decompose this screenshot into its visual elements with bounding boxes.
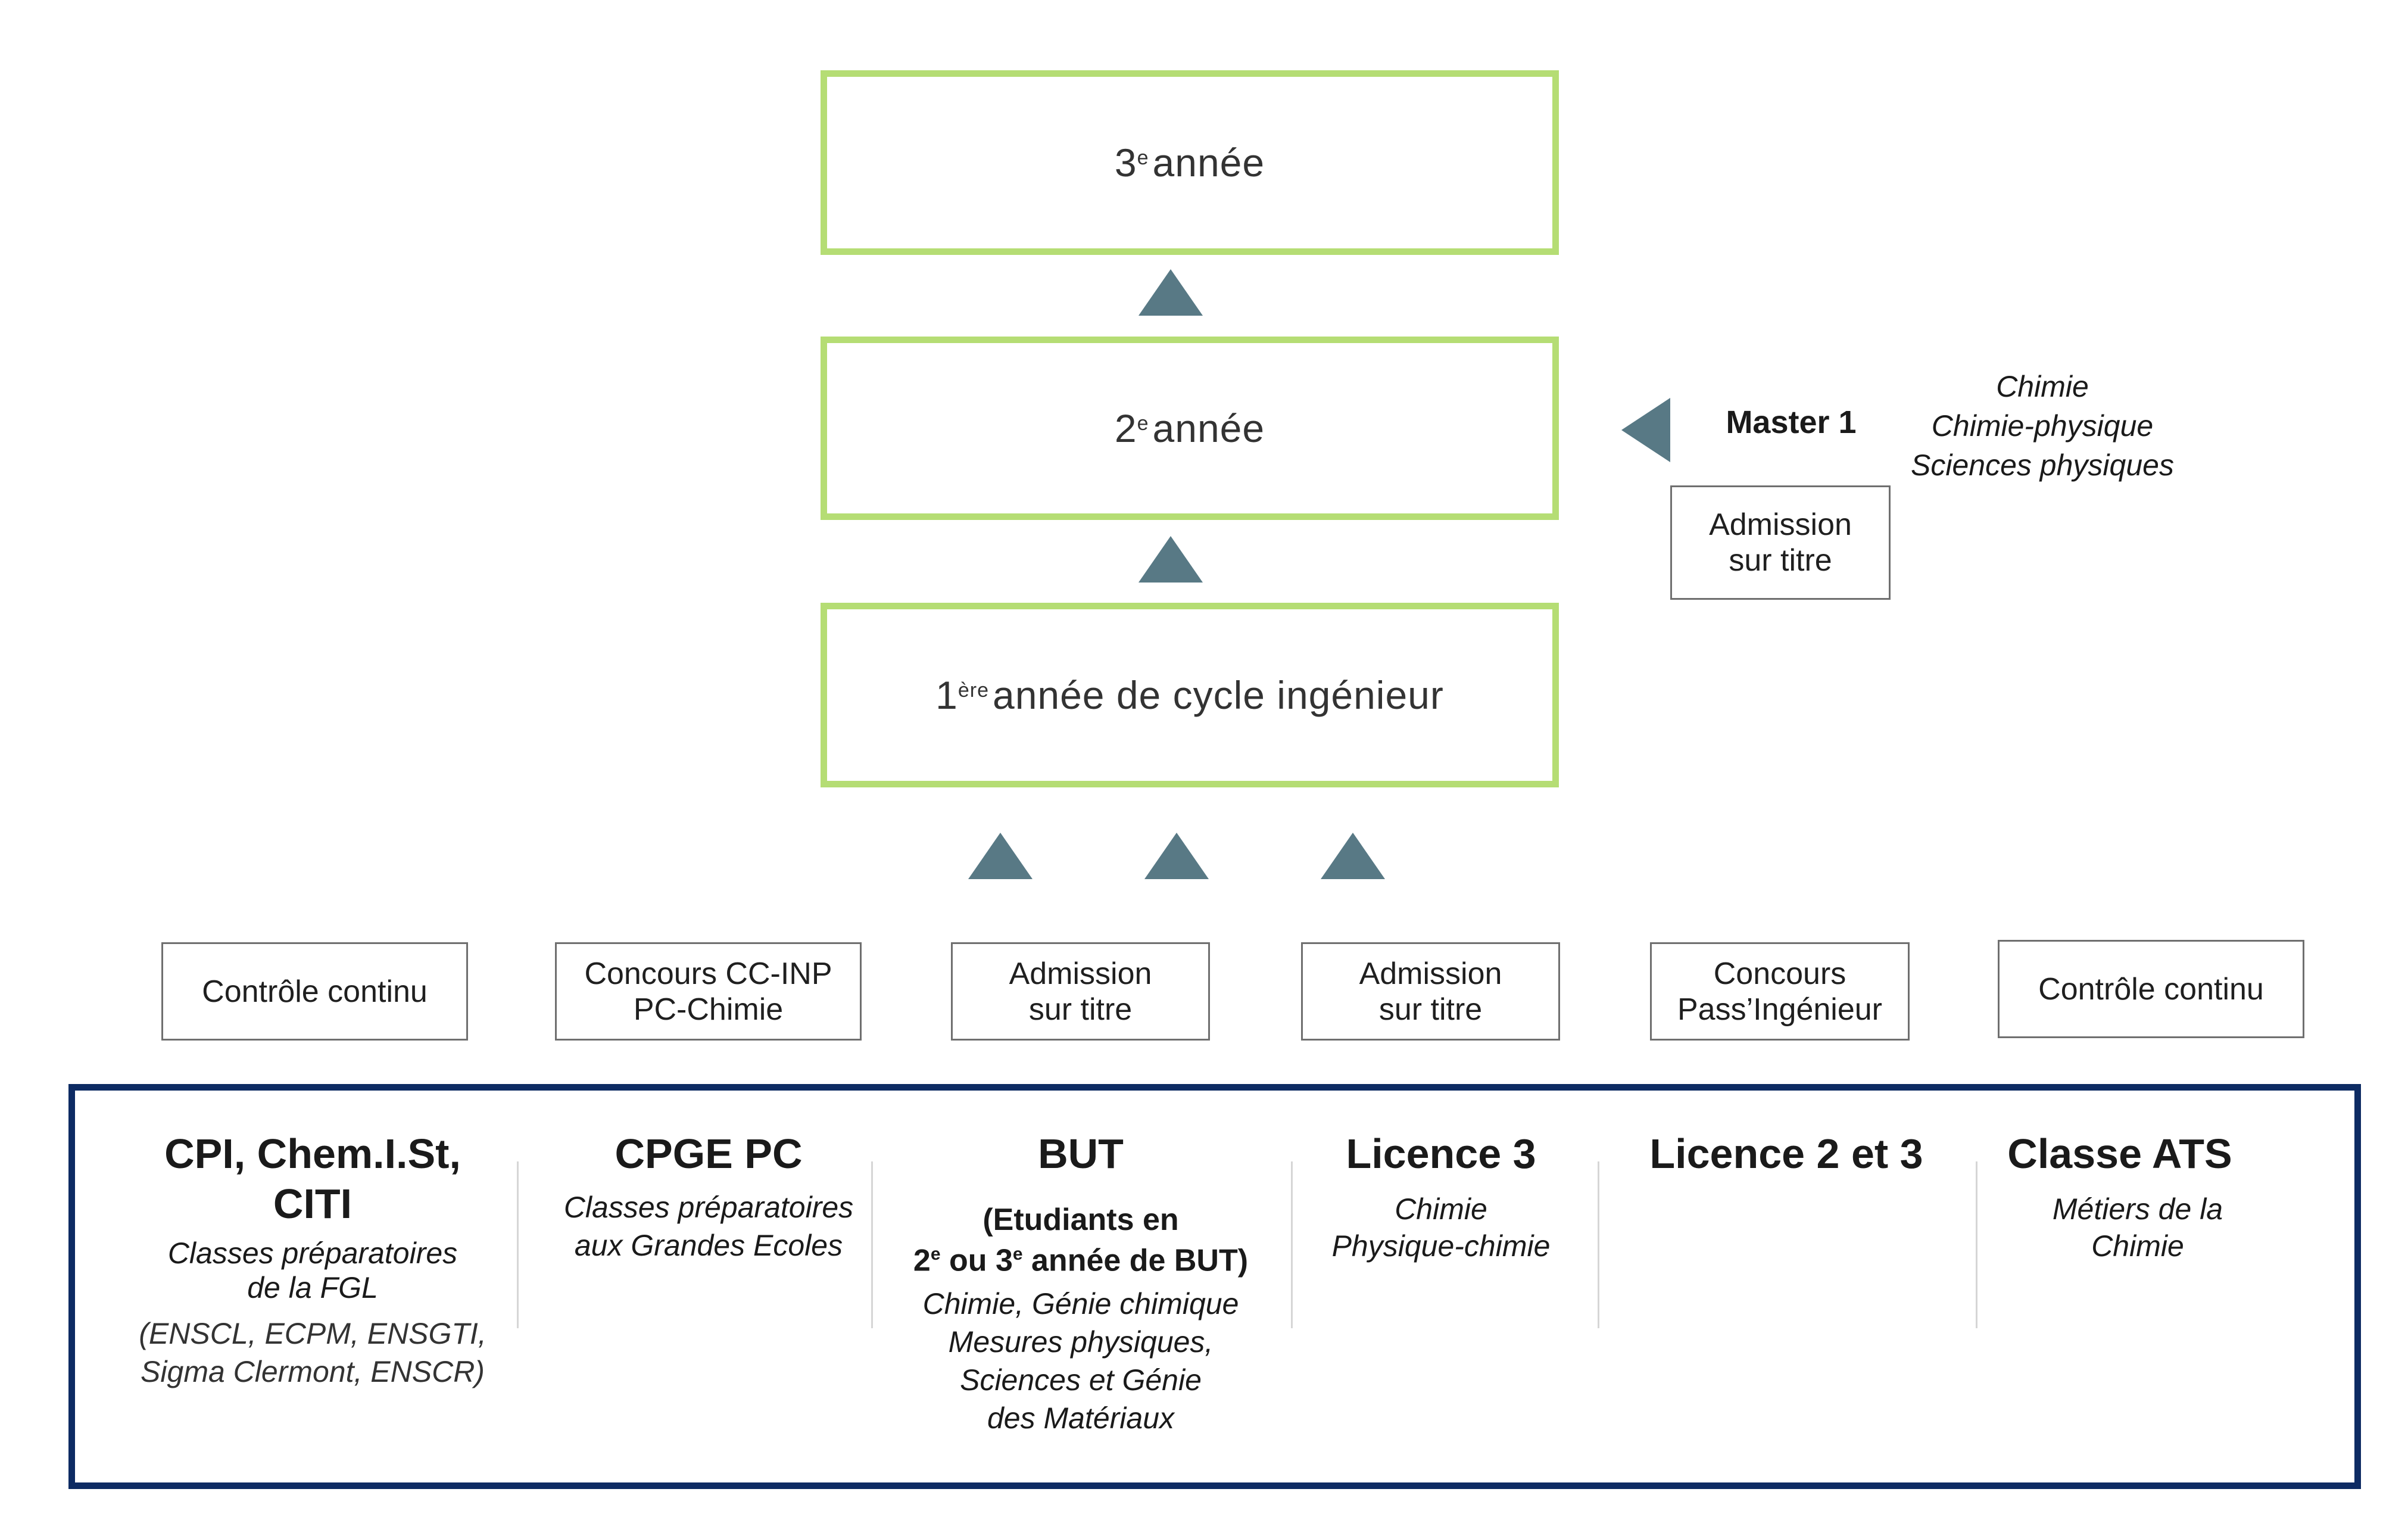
admission-line: sur titre (1378, 992, 1483, 1027)
origin-subtitle: Sciences et Génie (960, 1363, 1202, 1397)
admission-box-but: Admission sur titre (951, 942, 1210, 1041)
origin-detail: 2e ou 3e année de BUT) (913, 1243, 1249, 1278)
admission-box-licence3: Admission sur titre (1301, 942, 1560, 1041)
admission-line: PC-Chimie (633, 992, 784, 1027)
origin-ats: Classe ATS Métiers de la Chimie (1983, 1129, 2292, 1264)
origin-title: CITI (273, 1181, 353, 1227)
admission-box-licence23: Concours Pass’Ingénieur (1650, 942, 1910, 1041)
origin-title: Licence 2 et 3 (1649, 1130, 1923, 1177)
origin-detail: (Etudiants en (982, 1203, 1179, 1237)
origin-licence3: Licence 3 Chimie Physique-chimie (1304, 1129, 1578, 1264)
year-2-label: année (1152, 406, 1265, 450)
admission-line: Concours (1713, 956, 1846, 991)
master-specialty: Chimie-physique (1931, 409, 2154, 443)
column-divider (517, 1161, 519, 1328)
arrow-up-icon (1139, 269, 1203, 316)
year-3-sup: e (1137, 146, 1149, 169)
column-divider (1291, 1161, 1293, 1328)
origin-subtitle: Physique-chimie (1331, 1229, 1551, 1263)
master-specialty: Sciences physiques (1911, 448, 2174, 482)
admission-line: Concours CC-INP (584, 956, 832, 991)
admission-line: Admission (1709, 507, 1852, 542)
origin-title: CPI, Chem.I.St, (164, 1130, 461, 1177)
origin-subtitle: des Matériaux (987, 1401, 1175, 1435)
origin-subtitle: Mesures physiques, (948, 1325, 1214, 1359)
column-divider (871, 1161, 873, 1328)
admission-line: sur titre (1028, 992, 1133, 1027)
admission-box-ats: Contrôle continu (1998, 940, 2304, 1038)
arrow-left-icon (1621, 398, 1670, 462)
origin-title: Classe ATS (2007, 1130, 2232, 1177)
origin-but: BUT (Etudiants en 2e ou 3e année de BUT)… (887, 1129, 1274, 1437)
admission-line: Pass’Ingénieur (1677, 992, 1882, 1027)
master-admission-box: Admission sur titre (1670, 485, 1891, 600)
column-divider (1976, 1161, 1977, 1328)
admission-line: Admission (1359, 956, 1502, 991)
year-3-number: 3 (1114, 141, 1137, 185)
column-divider (1598, 1161, 1599, 1328)
year-1-label: année de cycle ingénieur (992, 673, 1444, 717)
origin-cpi: CPI, Chem.I.St, CITI Classes préparatoir… (113, 1129, 512, 1391)
year-1-sup: ère (957, 678, 989, 702)
year-3-label: année (1152, 141, 1265, 185)
origin-subtitle: Métiers de la (2052, 1192, 2223, 1226)
admission-line: sur titre (1729, 543, 1832, 578)
master-1-label: Master 1 (1726, 404, 1857, 440)
origin-cpge: CPGE PC Classes préparatoires aux Grande… (524, 1129, 893, 1264)
arrow-up-icon (968, 833, 1033, 879)
origin-subtitle: Chimie (1395, 1192, 1487, 1226)
admission-box-cpi: Contrôle continu (161, 942, 468, 1041)
admission-line: Contrôle continu (202, 974, 428, 1009)
origin-subtitle: Classes préparatoires (563, 1191, 854, 1224)
admission-line: Admission (1009, 956, 1152, 991)
year-2-number: 2 (1114, 406, 1137, 450)
origin-subtitle: Chimie (2091, 1229, 2184, 1263)
origin-subtitle: Classes préparatoires (167, 1236, 458, 1270)
origin-subtitle: Chimie, Génie chimique (922, 1287, 1239, 1321)
origin-title: Licence 3 (1346, 1130, 1536, 1177)
origin-schools: (ENSCL, ECPM, ENSGTI, (139, 1317, 486, 1350)
origin-title: CPGE PC (615, 1130, 803, 1177)
year-2-sup: e (1137, 412, 1149, 435)
origin-subtitle: aux Grandes Ecoles (574, 1229, 843, 1262)
origin-schools: Sigma Clermont, ENSCR) (141, 1355, 485, 1388)
origins-frame (68, 1084, 2361, 1489)
arrow-up-icon (1144, 833, 1209, 879)
admission-line: Contrôle continu (2038, 971, 2264, 1007)
admission-box-cpge: Concours CC-INP PC-Chimie (555, 942, 862, 1041)
year-1-number: 1 (935, 673, 958, 717)
master-specialty: Chimie (1996, 370, 2089, 403)
arrow-up-icon (1139, 536, 1203, 583)
origin-licence23: Licence 2 et 3 (1608, 1129, 1965, 1179)
origin-subtitle: de la FGL (247, 1271, 378, 1304)
origin-title: BUT (1038, 1130, 1124, 1177)
master-specialties: Chimie Chimie-physique Sciences physique… (1876, 367, 2209, 485)
arrow-up-icon (1321, 833, 1385, 879)
